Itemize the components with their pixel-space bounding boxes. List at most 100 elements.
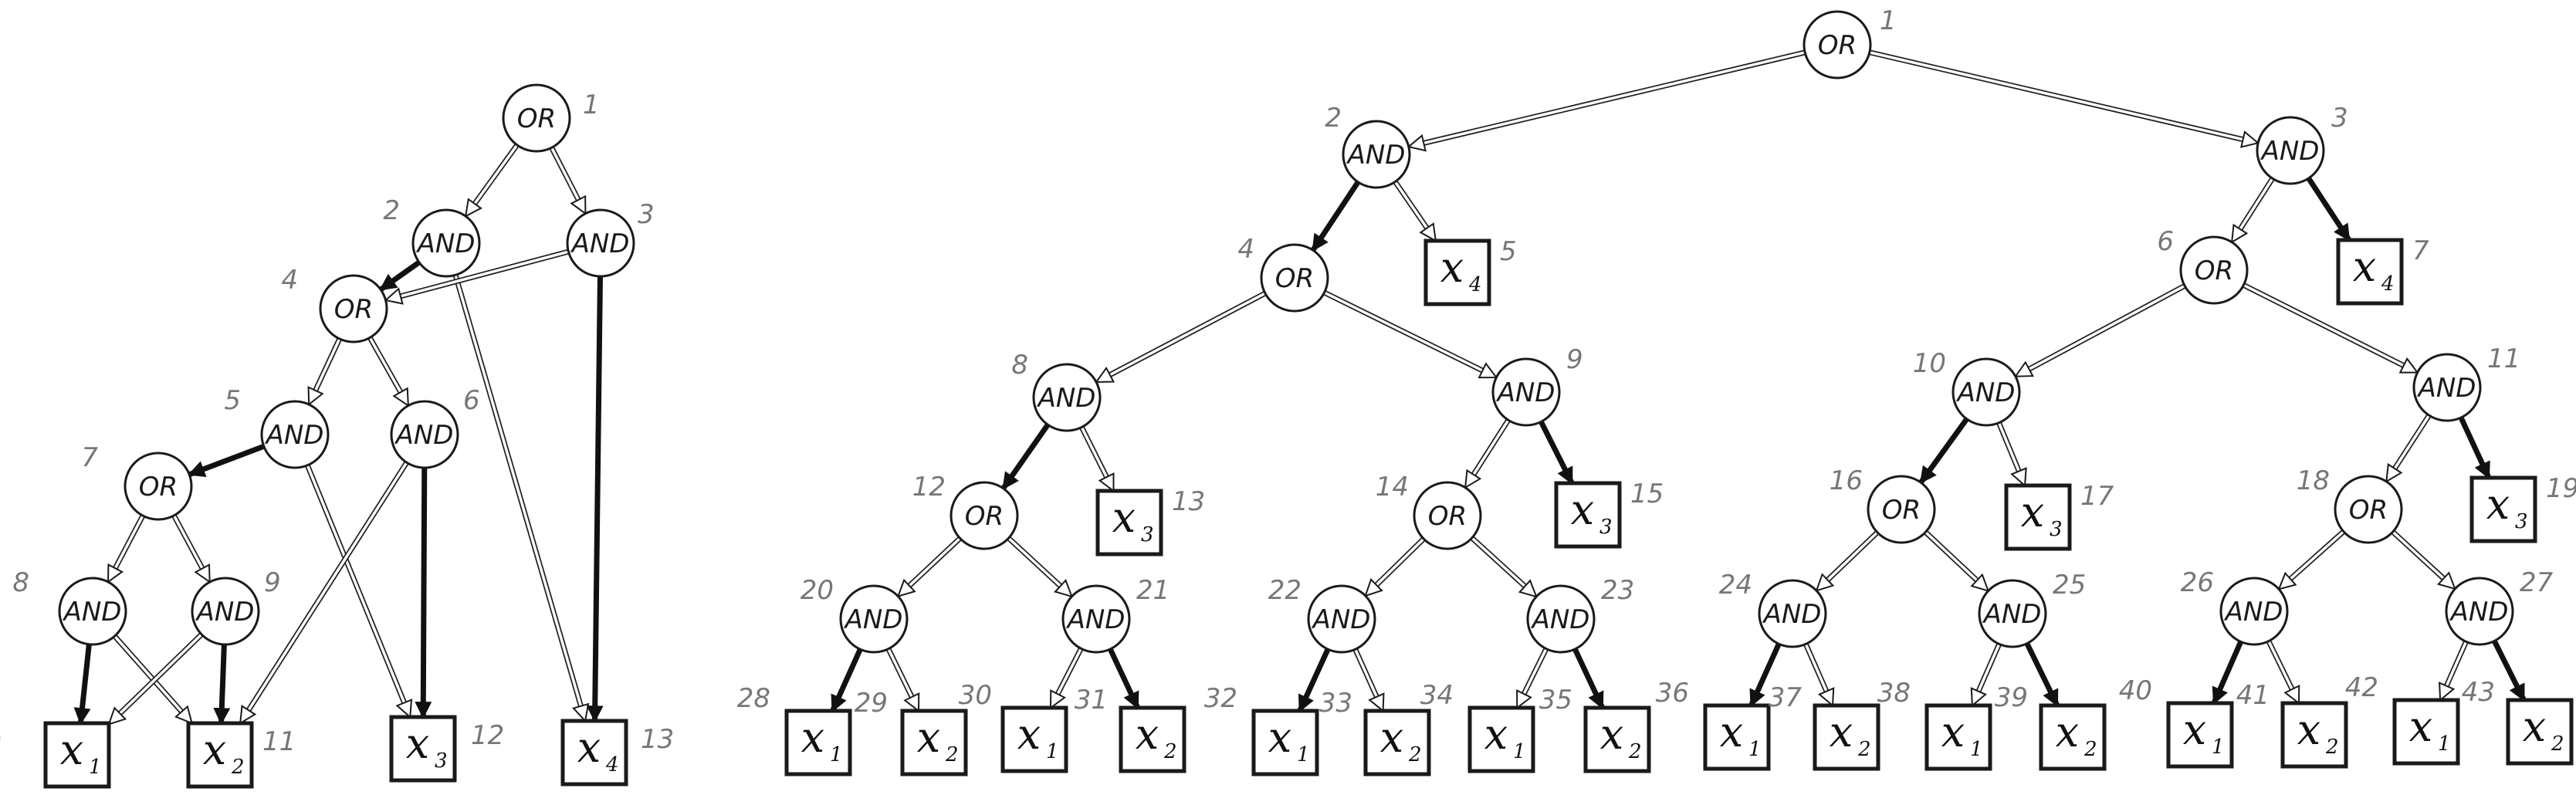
leaf-box [2004, 483, 2072, 551]
and-gate-node-24: AND 24 [1719, 570, 1827, 648]
node-number: 1 [1880, 5, 1897, 36]
variable-label: x [1830, 708, 1853, 756]
variable-label: x [2523, 702, 2546, 751]
node-number: 10 [1913, 348, 1946, 379]
edge-3-to-4-hollow [384, 249, 570, 305]
variable-label: x [2353, 242, 2376, 291]
gate-label: AND [2224, 597, 2283, 628]
gate-label: AND [1066, 604, 1126, 635]
gate-label: AND [416, 228, 476, 259]
node-number: 25 [2053, 570, 2086, 600]
variable-subscript: 2 [231, 756, 245, 779]
variable-subscript: 4 [605, 753, 619, 776]
leaf-box [2392, 698, 2460, 766]
edge-1-to-2-hollow [1406, 49, 1806, 152]
variable-label: x [1112, 493, 1136, 542]
or-gate-node-4: OR4 [281, 265, 388, 343]
node-number: 34 [1420, 680, 1454, 711]
gate-circle [1032, 363, 1102, 432]
variable-subscript: 3 [1599, 516, 1613, 539]
leaf-box [389, 715, 457, 783]
leaf-box [1363, 709, 1431, 776]
variable-subscript: 3 [2515, 510, 2528, 533]
node-number: 20 [801, 575, 834, 606]
node-number: 27 [2520, 567, 2554, 598]
edge-20-to-29-hollow [885, 648, 920, 713]
leaf-box [2280, 701, 2348, 769]
node-number: 4 [1237, 234, 1254, 265]
variable-label: x [1440, 243, 1464, 292]
variable-label: x [1017, 710, 1041, 759]
gate-circle [839, 584, 909, 654]
gate-label: AND [1762, 599, 1822, 630]
leaf-box [1467, 705, 1535, 773]
edge-5-to-7-bold [188, 443, 266, 478]
leaf-box [900, 709, 968, 776]
gate-circle [260, 400, 330, 469]
node-number: 7 [81, 442, 98, 473]
edge-1-to-3-hollow [1869, 49, 2260, 148]
edge-4-to-6-hollow [367, 336, 409, 408]
edge-6-to-12-bold [415, 467, 432, 719]
edge-21-to-31-bold [1108, 648, 1140, 709]
variable-subscript: 1 [1046, 740, 1059, 763]
gate-circle [949, 481, 1019, 550]
gate-circle [2412, 353, 2482, 422]
gate-circle [1526, 584, 1596, 654]
gate-label: AND [570, 228, 630, 259]
gate-label: AND [1982, 599, 2042, 630]
variable-subscript: 1 [830, 743, 843, 766]
node-number: 37 [1769, 682, 1803, 713]
variable-label: x [2486, 480, 2510, 529]
edge-7-to-9-hollow [171, 514, 211, 584]
edge-11-to-19-bold [2458, 416, 2492, 479]
variable-subscript: 2 [1408, 743, 1422, 766]
node-number: 12 [471, 720, 504, 751]
gate-label: AND [1346, 140, 1406, 171]
node-number: 24 [1719, 570, 1752, 600]
or-gate-node-1: OR 1 [1803, 5, 1897, 80]
gate-circle [1803, 10, 1872, 80]
gate-label: AND [1496, 377, 1555, 408]
gate-circle [2445, 577, 2514, 646]
variable-label: x [1600, 710, 1623, 759]
node-number: 13 [641, 724, 674, 755]
edge-10-to-16-bold [1918, 417, 1969, 485]
edge-26-to-41-hollow [2266, 640, 2300, 705]
gate-circle [1307, 584, 1376, 654]
gate-label: OR [139, 472, 178, 502]
node-number: 16 [1830, 465, 1863, 496]
edges-layer [73, 49, 2527, 726]
gate-label: OR [517, 103, 556, 134]
node-number: 10 [0, 726, 2, 757]
gate-label: OR [1818, 30, 1857, 61]
variable-subscript: 2 [1628, 740, 1642, 763]
edge-6-to-10-hollow [2013, 283, 2186, 377]
variable-label: x [2409, 702, 2432, 751]
node-number: 19 [2546, 473, 2576, 504]
variable-leaf-node-10: x110 [0, 721, 111, 789]
node-number: 7 [2412, 235, 2429, 266]
variable-label: x [2021, 488, 2044, 536]
edge-7-to-8-hollow [107, 514, 146, 584]
gate-circle [2179, 235, 2249, 305]
edge-16-to-25-hollow [1923, 529, 1990, 593]
edge-4-to-5-hollow [307, 337, 343, 407]
gate-circle [191, 577, 260, 646]
edge-23-to-35-bold [1572, 648, 1605, 709]
node-number: 18 [2297, 465, 2330, 496]
gate-circle [502, 83, 571, 153]
or-gate-node-4: OR4 [1237, 234, 1329, 313]
